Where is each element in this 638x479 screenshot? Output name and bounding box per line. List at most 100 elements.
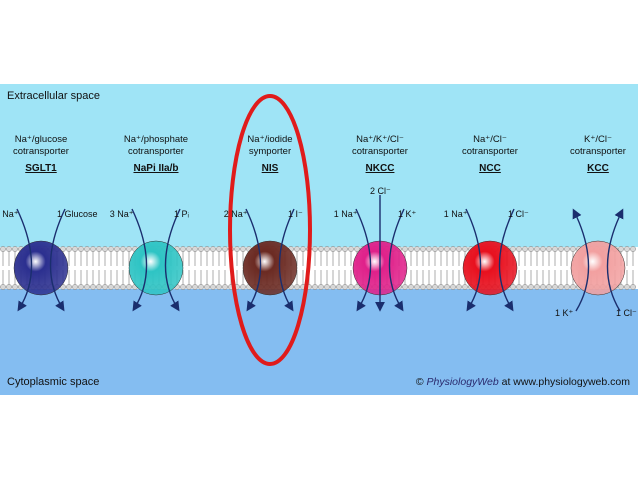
lipid-head: [0, 246, 6, 252]
lipid-head: [120, 246, 126, 252]
lipid-head: [564, 284, 570, 290]
transport-arrow-left: [16, 208, 33, 312]
lipid-head: [114, 284, 120, 290]
credit-brand: PhysiologyWeb: [426, 376, 499, 388]
lipid-head: [204, 284, 210, 290]
lipid-head: [210, 284, 216, 290]
transporter-name-line2: cotransporter: [352, 146, 408, 157]
transporter-name-line1: Na⁺/K⁺/Cl⁻: [356, 134, 404, 145]
ion-label-left: 2 Na⁺: [223, 209, 248, 219]
ion-label-center: 2 Cl⁻: [370, 186, 391, 196]
lipid-head: [90, 284, 96, 290]
lipid-head: [192, 284, 198, 290]
lipid-head: [6, 284, 12, 290]
lipid-head: [324, 284, 330, 290]
lipid-head: [420, 246, 426, 252]
transporter-abbreviation: NIS: [261, 163, 279, 174]
transporter-name-line2: cotransporter: [128, 146, 184, 157]
lipid-head: [618, 246, 624, 252]
transporter-name-line2: symporter: [248, 146, 292, 157]
transporter-protein: [462, 240, 518, 296]
lipid-head: [624, 284, 630, 290]
lipid-head: [192, 246, 198, 252]
lipid-head: [348, 284, 354, 290]
lipid-head: [0, 284, 6, 290]
lipid-head: [114, 246, 120, 252]
ion-label-right: 1 Cl⁻: [616, 308, 637, 318]
cytoplasmic-label: Cytoplasmic space: [7, 376, 100, 388]
ion-label-right: 1 K⁺: [398, 209, 417, 219]
lipid-head: [240, 284, 246, 290]
lipid-head: [432, 284, 438, 290]
lipid-head: [90, 246, 96, 252]
transporter-protein: [128, 240, 184, 296]
transport-arrow-right: [49, 208, 66, 312]
lipid-head: [300, 246, 306, 252]
lipid-head: [528, 284, 534, 290]
lipid-head: [186, 246, 192, 252]
lipid-head: [78, 246, 84, 252]
lipid-head: [516, 284, 522, 290]
lipid-head: [546, 246, 552, 252]
lipid-head: [6, 246, 12, 252]
lipid-head: [336, 246, 342, 252]
transport-arrow-left: [131, 208, 148, 312]
lipid-head: [540, 246, 546, 252]
transport-arrow-right: [278, 208, 295, 312]
transporter-name-line1: Na⁺/phosphate: [123, 134, 189, 145]
membrane-core: [0, 247, 638, 289]
lipid-head: [438, 284, 444, 290]
lipid-head: [84, 284, 90, 290]
lipid-head: [204, 246, 210, 252]
lipid-head: [108, 246, 114, 252]
lipid-head: [216, 284, 222, 290]
transport-arrow-right: [388, 208, 405, 312]
ion-label-left: 2 Na⁺: [0, 209, 19, 219]
transport-arrow-left: [245, 208, 262, 312]
lipid-head: [552, 246, 558, 252]
lipid-head: [540, 284, 546, 290]
transport-arrow-left: [355, 208, 372, 312]
lipid-head: [534, 284, 540, 290]
transporter-name-line1: K⁺/Cl⁻: [584, 134, 612, 145]
transporter-protein: [242, 240, 298, 296]
lipid-head: [432, 246, 438, 252]
lipid-head: [438, 246, 444, 252]
transporter-name-line1: Na⁺/iodide: [247, 134, 293, 145]
lipid-head: [450, 246, 456, 252]
lipid-head: [630, 284, 636, 290]
lipid-head: [96, 246, 102, 252]
lipid-head: [240, 246, 246, 252]
lipid-head: [624, 246, 630, 252]
lipid-head: [456, 246, 462, 252]
transporter-name-line1: Na⁺/glucose: [14, 134, 68, 145]
lipid-head: [348, 246, 354, 252]
ion-label-right: 1 Glucose: [57, 209, 98, 219]
ion-label-right: 1 I⁻: [288, 209, 303, 219]
lipid-head: [570, 284, 576, 290]
lipid-head: [522, 284, 528, 290]
lipid-head: [318, 246, 324, 252]
lipid-head: [426, 284, 432, 290]
lipid-head: [408, 284, 414, 290]
transport-arrow-right: [606, 208, 624, 312]
transport-arrow-right: [498, 208, 515, 312]
lipid-head: [444, 246, 450, 252]
extracellular-label: Extracellular space: [7, 90, 100, 102]
lipid-head: [198, 284, 204, 290]
extracellular-region: [0, 84, 638, 247]
transporter-protein: [13, 240, 69, 296]
lipid-head: [102, 246, 108, 252]
transport-arrow-right: [164, 208, 181, 312]
cytoplasm-region: [0, 289, 638, 395]
lipid-head: [216, 246, 222, 252]
lipid-head: [66, 284, 72, 290]
lipid-head: [534, 246, 540, 252]
transporter-abbreviation: SGLT1: [25, 163, 57, 174]
ion-label-right: 1 Cl⁻: [508, 209, 529, 219]
lipid-head: [234, 246, 240, 252]
lipid-head: [552, 284, 558, 290]
transport-arrow-left: [572, 208, 590, 312]
lipid-head: [426, 246, 432, 252]
